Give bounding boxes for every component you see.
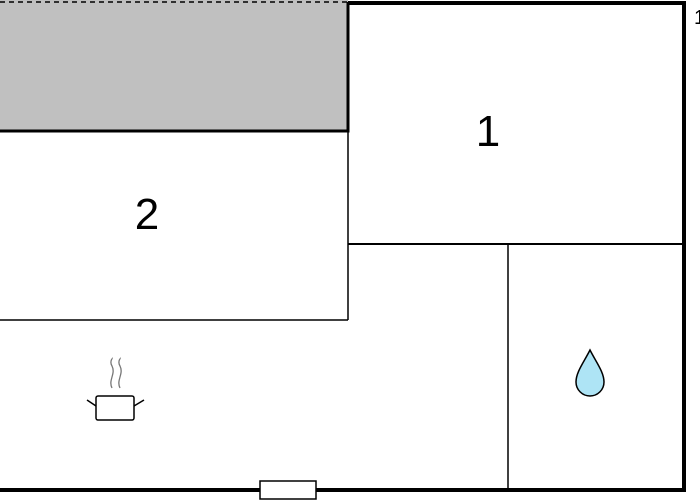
room-1-label: 1 bbox=[476, 107, 500, 156]
cooking-pot-icon bbox=[86, 357, 145, 421]
room-bedroom-1: 1 bbox=[347, 107, 684, 245]
room-kitchen-living bbox=[86, 357, 145, 421]
pot-handle-left bbox=[86, 399, 97, 407]
pot-handle-right bbox=[133, 399, 145, 407]
entrance-door bbox=[259, 480, 317, 500]
pot-body bbox=[95, 395, 135, 421]
room-2-label: 2 bbox=[135, 190, 159, 239]
water-drop-icon bbox=[575, 348, 605, 397]
corner-glyph: 1 bbox=[694, 7, 700, 29]
outdoor-area bbox=[0, 0, 348, 131]
steam-line-left bbox=[110, 357, 114, 389]
steam-line-right bbox=[118, 357, 122, 389]
exterior-wall bbox=[0, 1, 686, 492]
room-bathroom bbox=[507, 244, 605, 490]
room-bedroom-2: 2 bbox=[0, 190, 349, 321]
